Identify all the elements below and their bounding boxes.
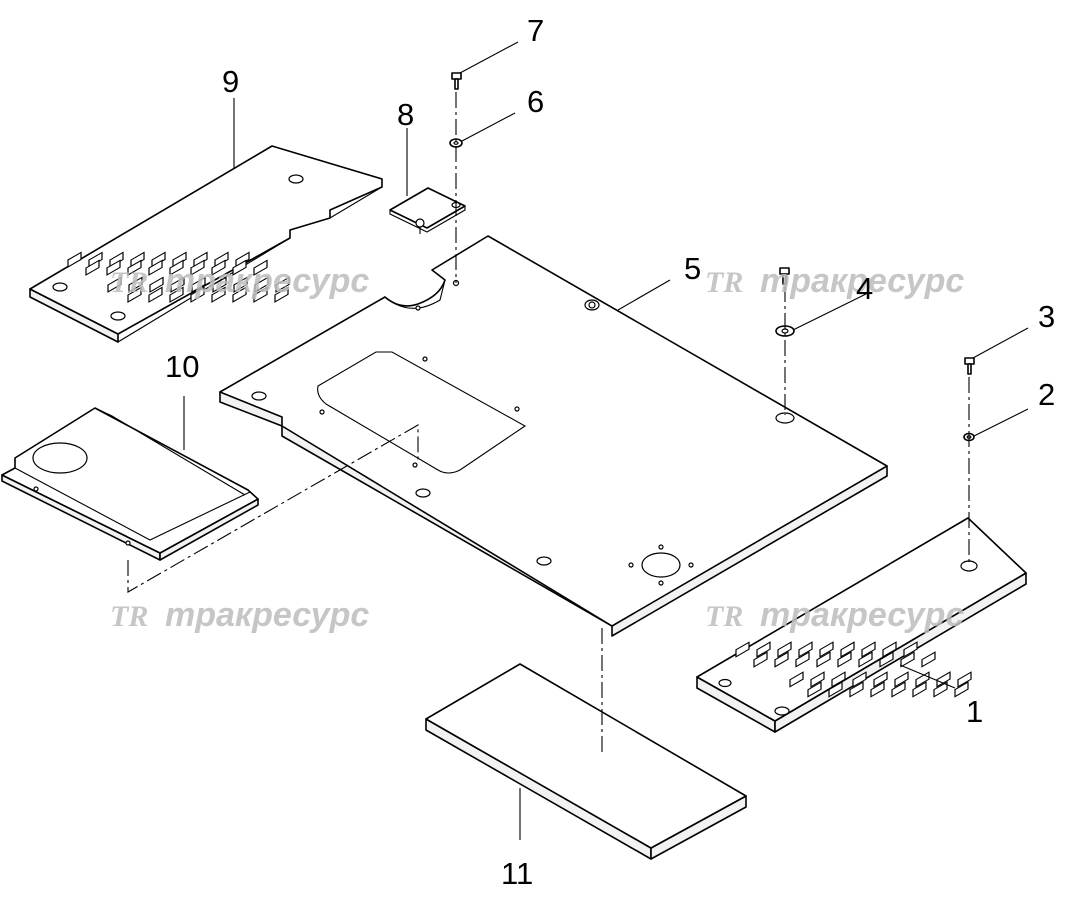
step-grating-part-9 (29, 145, 383, 343)
grating-slot (882, 641, 897, 658)
grating-slot (169, 259, 184, 276)
grating-slot (190, 259, 205, 276)
watermark-3: ТR тракресурс (110, 596, 369, 634)
callout-3: 3 (1038, 299, 1055, 334)
grating-slot (816, 651, 831, 668)
grating-slot (233, 276, 248, 293)
grating-slot (957, 671, 972, 688)
grating-slot (170, 276, 185, 293)
grating-slot (912, 681, 927, 698)
grating-slot (211, 259, 226, 276)
callout-1: 1 (966, 694, 983, 729)
grating-slot (921, 651, 936, 668)
bolt-part-3 (964, 357, 975, 375)
grating-slot (870, 681, 885, 698)
callout-9: 9 (222, 64, 239, 99)
grating-slot (810, 671, 825, 688)
grating-slot (128, 276, 143, 293)
grating-slot (735, 641, 750, 658)
grating-slot (254, 276, 269, 293)
grating-slot (849, 681, 864, 698)
grating-slot (753, 651, 768, 668)
grating-slot (774, 651, 789, 668)
grating-slot (127, 259, 142, 276)
leader-lines (183, 41, 1029, 840)
grating-slot (891, 681, 906, 698)
grating-slot (840, 641, 855, 658)
callout-2: 2 (1038, 377, 1055, 412)
grating-slot (211, 286, 226, 303)
grating-slot (107, 276, 122, 293)
grating-slot (190, 286, 205, 303)
grating-slot (933, 681, 948, 698)
small-cover-part-8 (389, 187, 466, 234)
grating-slot (85, 259, 100, 276)
watermark-1: ТR тракресурс (110, 262, 369, 300)
watermark-4: ТR тракресурс (705, 596, 964, 634)
grating-slot (756, 641, 771, 658)
floor-mat-part-11 (425, 663, 747, 860)
grating-slot (852, 671, 867, 688)
grating-slot (798, 641, 813, 658)
grating-slot (67, 251, 82, 268)
watermark-logo: ТR (705, 266, 743, 299)
grating-slot (900, 651, 915, 668)
grating-slot (275, 276, 290, 293)
watermark-logo: ТR (705, 600, 743, 633)
hatch-cover-part-10 (1, 407, 259, 561)
assembly-lines (127, 92, 970, 752)
grating-slot (274, 286, 289, 303)
grating-slot (232, 259, 247, 276)
callout-5: 5 (684, 251, 701, 286)
step-grating-part-1 (696, 517, 1027, 733)
grating-slot (954, 681, 969, 698)
grating-slot (253, 286, 268, 303)
grating-slot (858, 651, 873, 668)
grating-slot (903, 641, 918, 658)
bolt-part-4-top (779, 267, 790, 285)
callout-7: 7 (527, 13, 544, 48)
grating-slot (191, 276, 206, 293)
grating-slot (795, 651, 810, 668)
grating-slot (148, 286, 163, 303)
grating-slot (879, 651, 894, 668)
watermark-text: тракресурс (165, 262, 369, 300)
grating-slot (169, 286, 184, 303)
callout-8: 8 (397, 97, 414, 132)
callout-10: 10 (165, 349, 199, 384)
bolt-part-7 (451, 72, 462, 90)
grating-slot (819, 641, 834, 658)
watermark-text: тракресурс (760, 596, 964, 634)
watermark-2: ТR тракресурс (705, 262, 964, 300)
grating-slot (831, 671, 846, 688)
grating-slot (873, 671, 888, 688)
grating-slot (149, 276, 164, 293)
watermark-text: тракресурс (165, 596, 369, 634)
grating-slot (777, 641, 792, 658)
grating-slot (789, 671, 804, 688)
grating-slot (106, 259, 121, 276)
watermark-logo: ТR (110, 600, 148, 633)
main-plate-part-5 (219, 235, 888, 637)
grating-slot (148, 259, 163, 276)
grating-slot (828, 681, 843, 698)
grating-slot (837, 651, 852, 668)
grating-slot (232, 286, 247, 303)
grating-slot (253, 259, 268, 276)
watermark-text: тракресурс (760, 262, 964, 300)
grating-slot (807, 681, 822, 698)
callout-4: 4 (856, 271, 873, 306)
callout-labels: 1 2 3 4 5 6 7 8 9 10 11 (165, 13, 1055, 891)
watermark-logo: ТR (110, 266, 148, 299)
grating-slot (212, 276, 227, 293)
grating-slot (894, 671, 909, 688)
grating-slot (127, 286, 142, 303)
callout-6: 6 (527, 84, 544, 119)
callout-11: 11 (501, 856, 533, 891)
grating-slot (861, 641, 876, 658)
